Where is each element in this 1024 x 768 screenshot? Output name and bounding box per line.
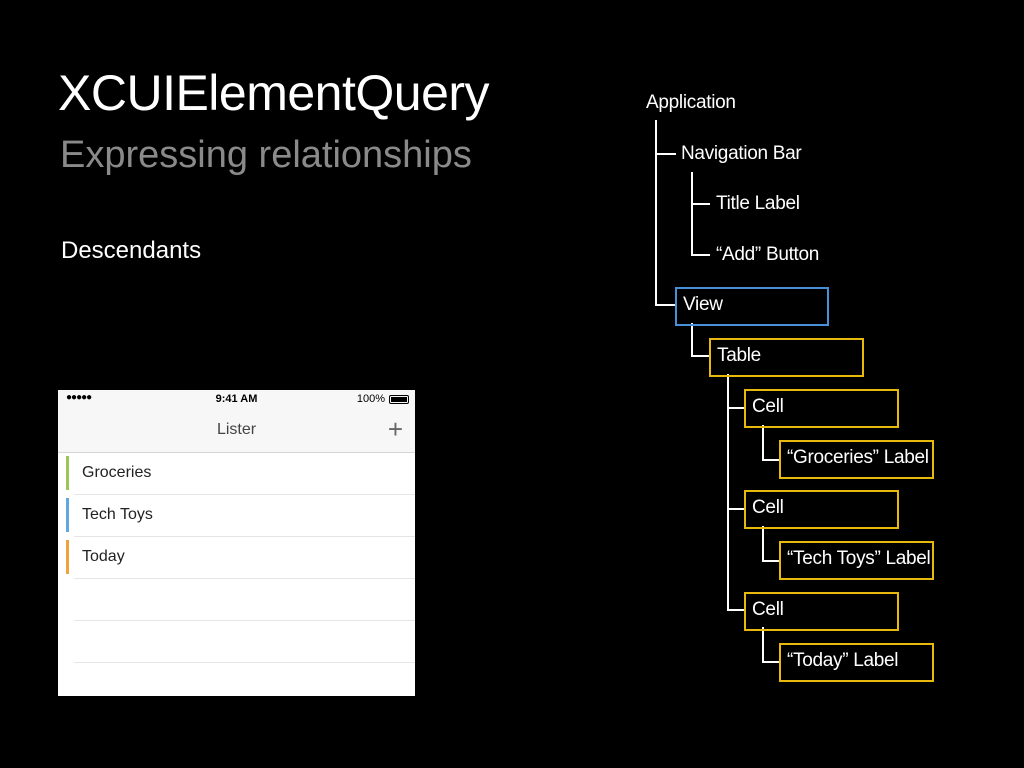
tree-node-label: Cell — [752, 599, 784, 620]
tree-node-table: Table — [709, 338, 864, 377]
tree-node-view: View — [675, 287, 829, 326]
tree-node-add-button: “Add” Button — [716, 244, 820, 265]
color-stripe — [66, 540, 69, 574]
color-stripe — [66, 456, 69, 490]
phone-screenshot: ●●●●● 9:41 AM 100% Lister + Groceries Te… — [58, 390, 415, 696]
list-item-groceries[interactable]: Groceries — [66, 453, 415, 495]
tree-node-label: Table — [717, 345, 761, 366]
list-item-today[interactable]: Today — [66, 537, 415, 579]
navigation-bar: Lister + — [58, 410, 415, 453]
connector-cells — [727, 374, 745, 611]
connector-techtoys-label — [762, 526, 780, 562]
tree-node-title-label: Title Label — [716, 193, 800, 214]
tree-node-cell-3: Cell — [744, 592, 899, 631]
slide-subtitle: Expressing relationships — [60, 134, 472, 176]
list-item-label: Today — [82, 548, 125, 565]
tree-node-label: “Tech Toys” Label — [787, 548, 931, 569]
slide-title: XCUIElementQuery — [58, 65, 490, 121]
tree-node-label: View — [683, 294, 723, 315]
battery-percent: 100% — [356, 393, 385, 405]
connector-navbar-children — [691, 172, 710, 256]
connector-table — [691, 323, 710, 357]
tree-node-cell-2: Cell — [744, 490, 899, 529]
connector-groceries-label — [762, 425, 780, 461]
tree-node-navigation-bar: Navigation Bar — [681, 143, 802, 164]
list-item-label: Groceries — [82, 464, 152, 481]
tree-node-label: “Groceries” Label — [787, 447, 929, 468]
table: Groceries Tech Toys Today — [58, 453, 415, 696]
connector-application — [655, 120, 676, 306]
nav-title: Lister — [216, 421, 257, 438]
tree-node-cell-1: Cell — [744, 389, 899, 428]
tree-node-label: “Today” Label — [787, 650, 899, 671]
signal-icon: ●●●●● — [66, 392, 92, 403]
tree-node-techtoys-label: “Tech Toys” Label — [779, 541, 934, 580]
battery-icon — [389, 395, 409, 404]
connector-today-label — [762, 627, 780, 663]
tree-node-label: Cell — [752, 497, 784, 518]
empty-row — [74, 621, 415, 663]
tree-node-groceries-label: “Groceries” Label — [779, 440, 934, 479]
add-button[interactable]: + — [387, 414, 403, 444]
list-item-tech-toys[interactable]: Tech Toys — [66, 495, 415, 537]
color-stripe — [66, 498, 69, 532]
empty-row — [74, 579, 415, 621]
tree-node-today-label: “Today” Label — [779, 643, 934, 682]
status-time: 9:41 AM — [215, 393, 258, 405]
list-item-label: Tech Toys — [82, 506, 153, 523]
tree-node-application: Application — [646, 92, 736, 113]
tree-node-label: Cell — [752, 396, 784, 417]
section-heading: Descendants — [61, 237, 202, 264]
status-bar: ●●●●● 9:41 AM 100% — [58, 390, 415, 410]
